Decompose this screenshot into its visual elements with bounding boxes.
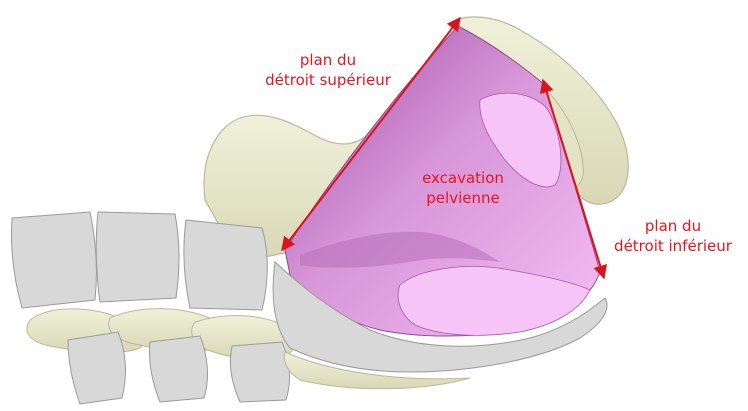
excavation-label: excavation pelvienne	[398, 168, 528, 208]
superior-plane-label: plan du détroit supérieur	[238, 50, 418, 90]
excavation-label-line1: excavation	[398, 168, 528, 188]
superior-plane-label-line2: détroit supérieur	[238, 70, 418, 90]
inferior-plane-label: plan du détroit inférieur	[600, 216, 746, 256]
vertebral-sections	[11, 212, 267, 310]
superior-plane-label-line1: plan du	[238, 50, 418, 70]
inferior-plane-label-line2: détroit inférieur	[600, 236, 746, 256]
excavation-label-line2: pelvienne	[398, 188, 528, 208]
inferior-plane-label-line1: plan du	[600, 216, 746, 236]
